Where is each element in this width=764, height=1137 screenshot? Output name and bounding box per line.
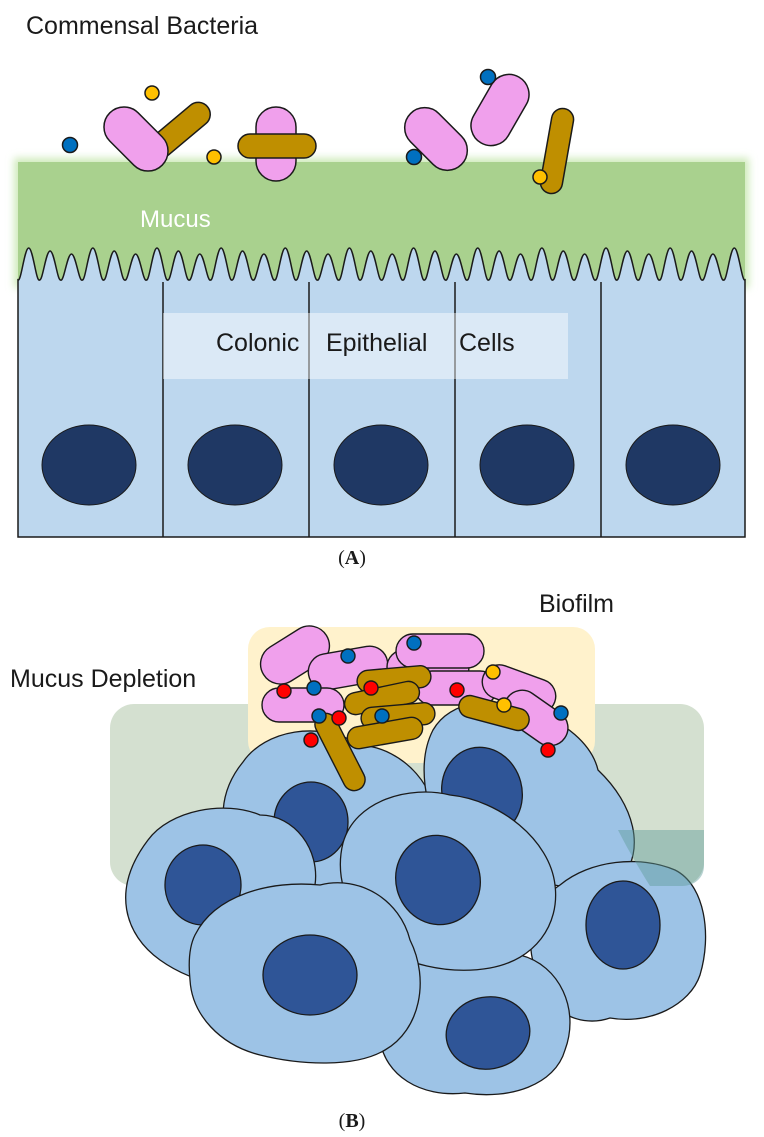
panel-b: Biofilm Mucus Depletion: [10, 590, 707, 1132]
blue-molecule: [406, 635, 422, 651]
nuclei-a: [41, 424, 721, 506]
cells-label-epithelial: Epithelial: [326, 329, 427, 357]
blue-molecule: [340, 648, 356, 664]
red-molecule: [331, 710, 347, 726]
nucleus: [394, 834, 482, 926]
yellow-molecule: [485, 664, 501, 680]
red-molecule: [276, 683, 292, 699]
panel-a-letter: A: [345, 547, 360, 569]
cells-label-box: [163, 313, 568, 379]
commensal-bacteria: [61, 68, 575, 195]
red-molecule: [449, 682, 465, 698]
yellow-molecule: [532, 169, 548, 185]
nucleus: [262, 934, 358, 1016]
blue-molecule: [311, 708, 327, 724]
pink-bacterium: [503, 689, 569, 747]
cell-dividers: [162, 282, 602, 537]
pink-bacterium: [403, 106, 469, 172]
red-molecule: [540, 742, 556, 758]
mucus-label: Mucus: [140, 206, 211, 233]
red-molecule: [363, 680, 379, 696]
blue-molecule: [405, 148, 423, 166]
panel-b-caption: (B): [339, 1110, 366, 1132]
cells-label-colonic: Colonic: [216, 329, 299, 357]
rod-bacterium: [237, 133, 317, 159]
panel-b-letter: B: [345, 1110, 358, 1132]
depletion-overlap: [618, 830, 704, 886]
yellow-molecule: [144, 85, 160, 101]
nucleus: [445, 996, 531, 1070]
blue-molecule: [306, 680, 322, 696]
rod-bacterium: [539, 107, 575, 195]
biofilm-bacteria: [259, 625, 569, 792]
pink-bacterium: [470, 73, 530, 147]
panel-a-caption: (A): [338, 547, 366, 569]
cells-label-cells: Cells: [459, 329, 515, 357]
biofilm-label: Biofilm: [539, 590, 614, 618]
blue-molecule: [553, 705, 569, 721]
nucleus: [585, 880, 661, 970]
blue-molecule: [61, 136, 79, 154]
yellow-molecule: [206, 149, 222, 165]
pink-bacterium: [259, 625, 331, 685]
title-commensal-bacteria: Commensal Bacteria: [26, 12, 258, 40]
yellow-molecule: [496, 697, 512, 713]
blue-molecule: [479, 68, 497, 86]
red-molecule: [303, 732, 319, 748]
tumor-cell-cluster: [125, 701, 707, 1096]
blue-molecule: [374, 708, 390, 724]
panel-a: Commensal Bacteria Mucus Colonic Epithel…: [14, 12, 749, 569]
mucus-depletion-label: Mucus Depletion: [10, 665, 196, 693]
pink-bacterium: [103, 106, 169, 172]
mucus-layer: [18, 162, 745, 282]
